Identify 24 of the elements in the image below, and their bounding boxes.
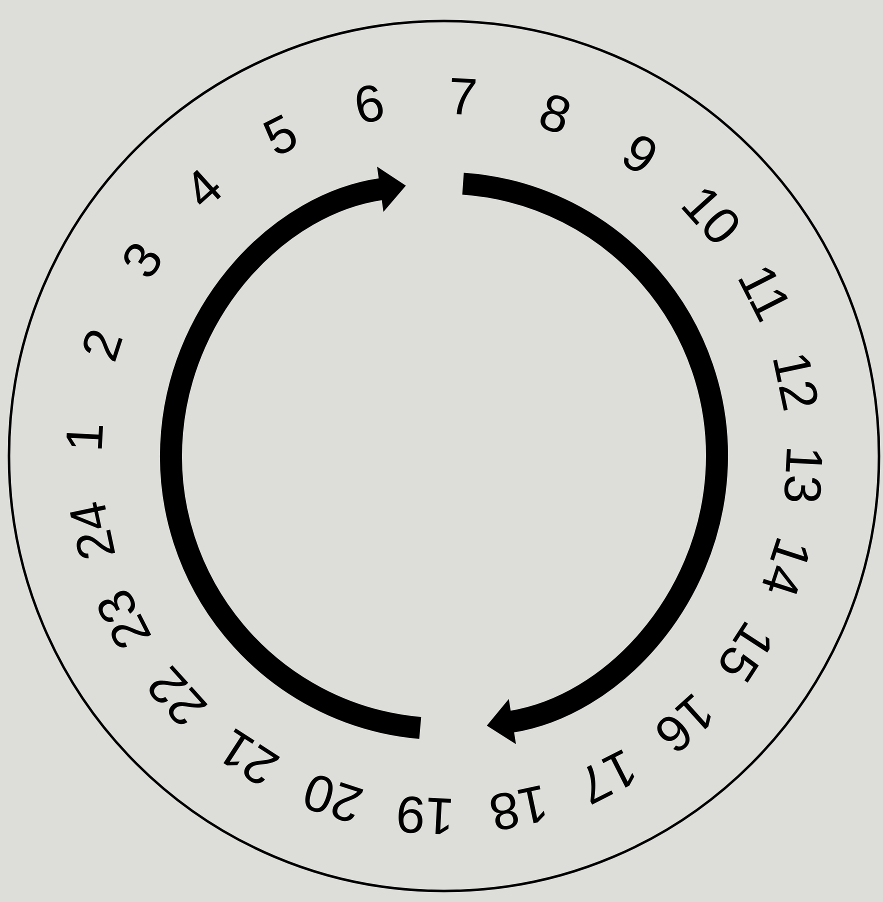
number-label: 16 (657, 694, 711, 751)
number-label: 6 (356, 85, 383, 122)
number-label: 11 (738, 267, 788, 322)
number-label: 19 (398, 796, 451, 834)
number-label: 17 (586, 750, 634, 805)
number-label: 21 (224, 728, 280, 784)
number-label: 18 (490, 785, 545, 830)
number-label: 2 (84, 330, 123, 362)
number-label: 1 (66, 426, 103, 449)
number-label: 12 (773, 355, 818, 411)
number-label: 4 (193, 170, 221, 205)
number-label: 14 (762, 538, 808, 594)
number-label: 20 (305, 776, 364, 822)
number-label: 10 (682, 189, 738, 242)
number-label: 9 (624, 136, 656, 171)
number-label: 3 (124, 244, 160, 276)
number-label: 22 (150, 665, 208, 724)
number-label: 13 (784, 448, 822, 502)
number-label: 5 (263, 114, 296, 154)
number-label: 7 (452, 78, 476, 114)
number-label: 23 (98, 590, 152, 648)
number-label: 24 (70, 502, 116, 558)
number-label: 8 (540, 95, 570, 132)
number-label: 15 (720, 622, 770, 683)
